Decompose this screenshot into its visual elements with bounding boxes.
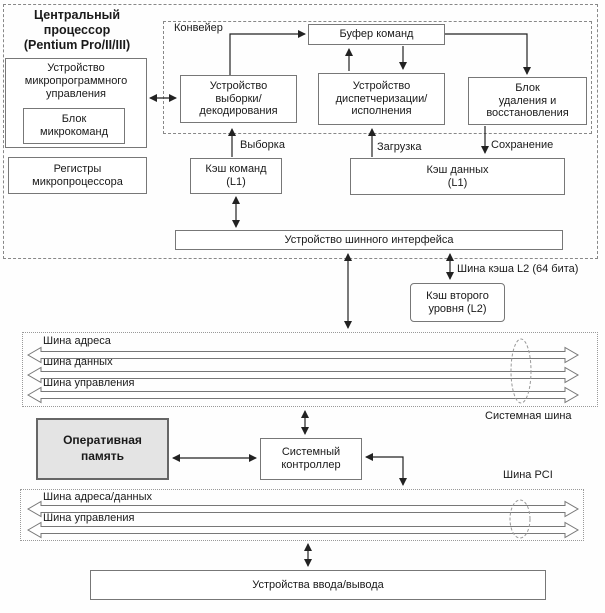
pci-address-data-label: Шина адреса/данных [43, 491, 153, 503]
cpu-boundary-box [3, 4, 598, 259]
pipeline-label: Конвейер [174, 22, 223, 34]
store-label: Сохранение [491, 139, 554, 151]
registers-box: Регистры микропроцессора [8, 157, 147, 194]
command-buffer-box: Буфер команд [308, 24, 445, 45]
conn-controller-pcibus [365, 453, 407, 486]
fetch-decode-box: Устройство выборки/ декодирования [180, 75, 297, 123]
retire-restore-box: Блок удаления и восстановления [468, 77, 587, 125]
l2-bus-label: Шина кэша L2 (64 бита) [457, 263, 579, 275]
bus-interface-box: Устройство шинного интерфейса [175, 230, 563, 250]
load-label: Загрузка [377, 141, 422, 153]
system-bus-label: Системная шина [485, 410, 572, 422]
system-bus-box [22, 332, 598, 407]
data-cache-box: Кэш данных (L1) [350, 158, 565, 195]
data-bus-label: Шина данных [43, 356, 113, 368]
pci-control-label: Шина управления [43, 512, 135, 524]
pci-bus-label: Шина PCI [503, 469, 553, 481]
microcommand-block-box: Блок микрокоманд [23, 108, 125, 144]
cpu-title: Центральный процессор (Pentium Pro/II/II… [23, 8, 131, 52]
l2-cache-box: Кэш второго уровня (L2) [410, 283, 505, 322]
dispatch-execute-box: Устройство диспетчеризации/ исполнения [318, 73, 445, 125]
pipeline-boundary-box [163, 21, 592, 134]
main-memory-box: Оперативная память [36, 418, 169, 480]
pci-bus-box [20, 489, 584, 541]
address-bus-label: Шина адреса [43, 335, 111, 347]
io-devices-box: Устройства ввода/вывода [90, 570, 546, 600]
control-bus-label: Шина управления [43, 377, 135, 389]
fetch-label: Выборка [240, 139, 285, 151]
system-controller-box: Системный контроллер [260, 438, 362, 480]
instruction-cache-box: Кэш команд (L1) [190, 158, 282, 194]
